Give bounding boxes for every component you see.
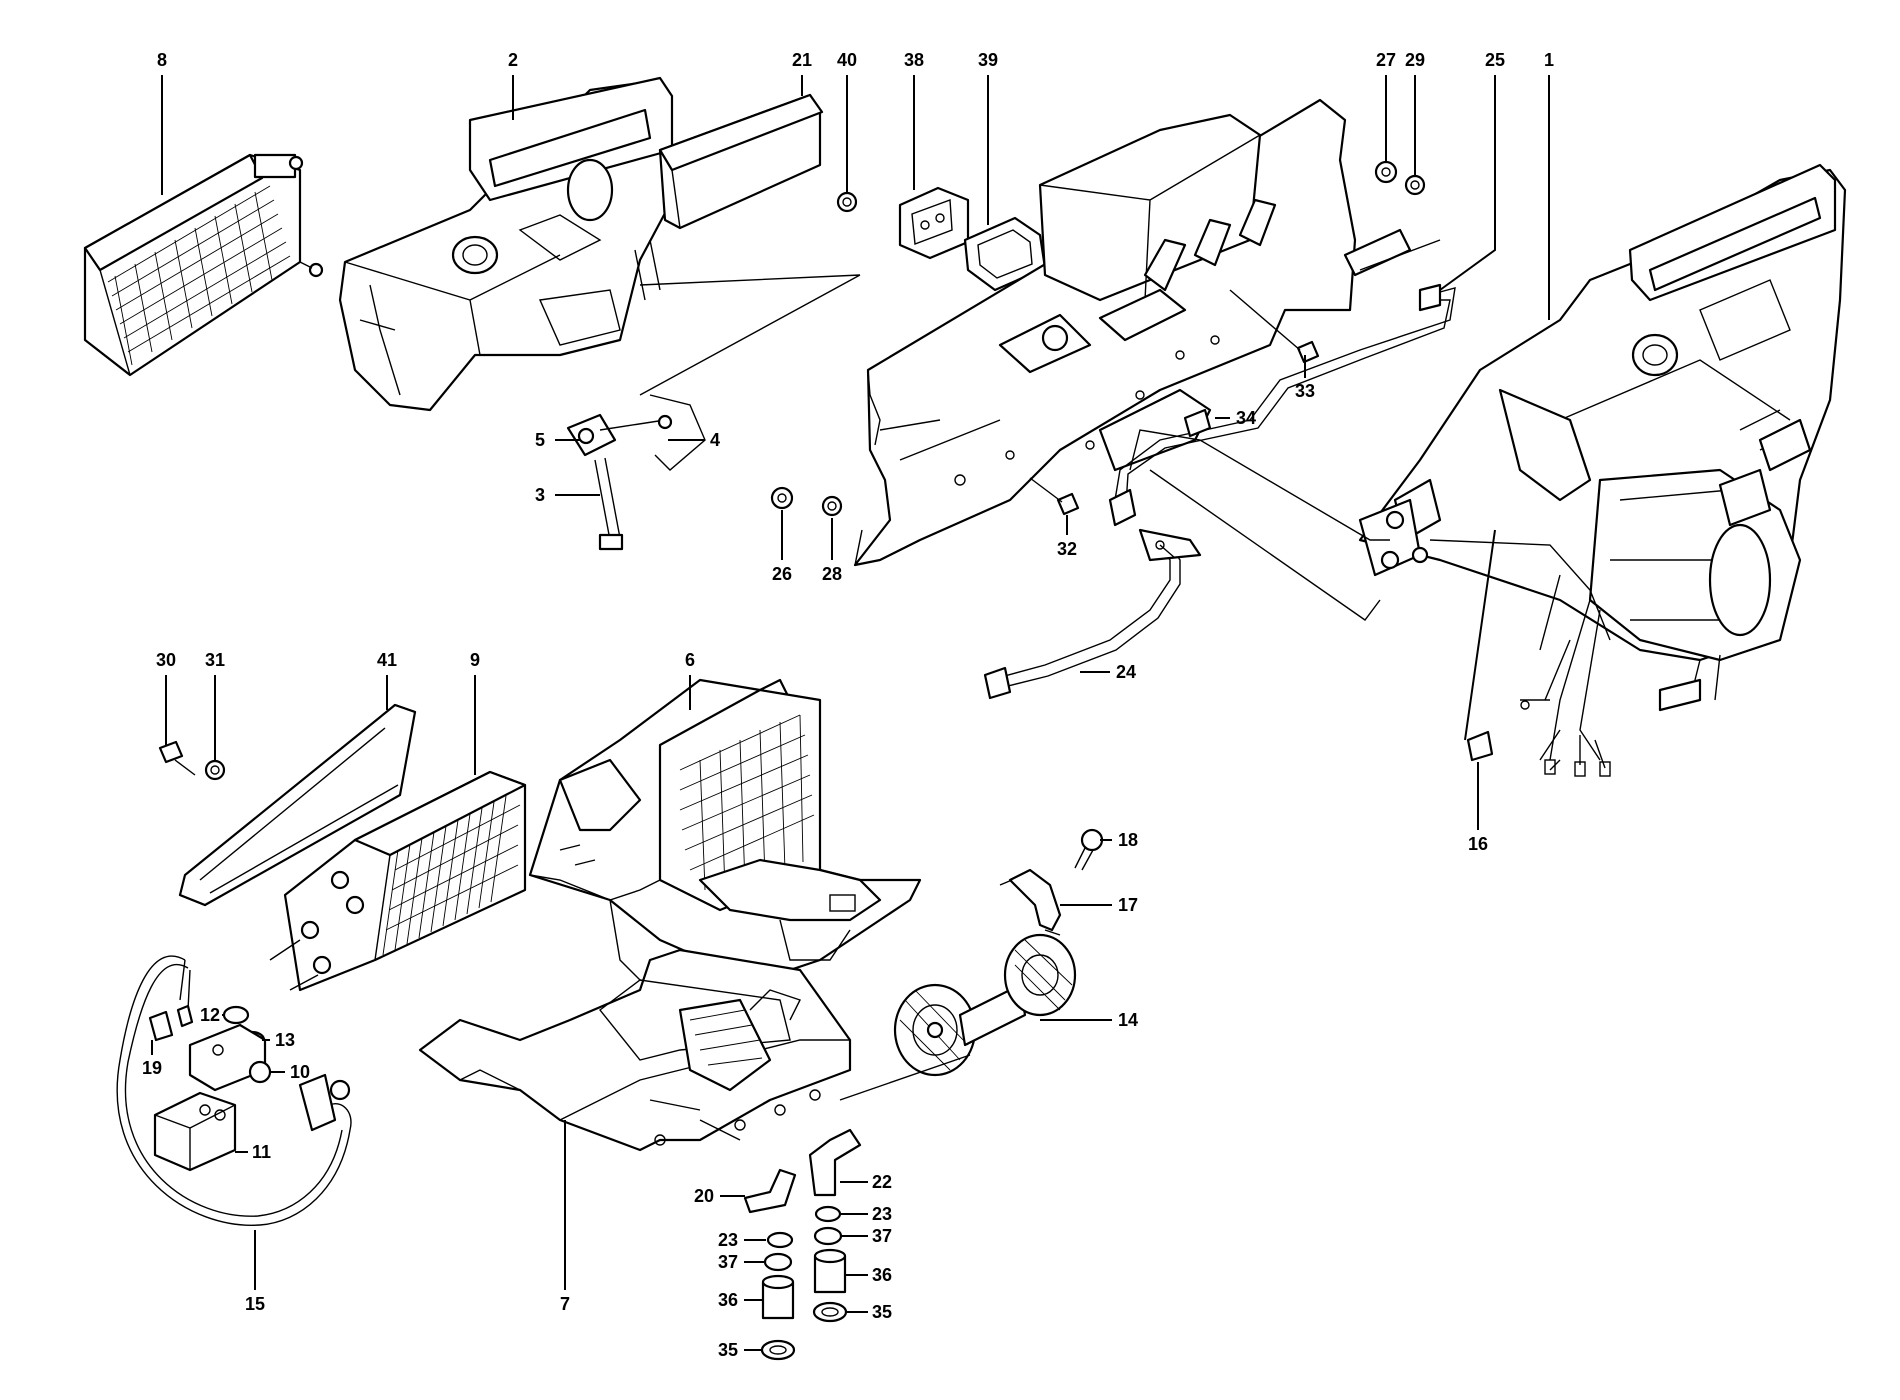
- part-7-blower-housing-lower: [418, 948, 852, 1152]
- callout-39: 39: [978, 50, 998, 70]
- part-1-line-to-valve: [1129, 429, 1390, 621]
- part-31-washer: [204, 759, 226, 781]
- callout-34: 34: [1236, 408, 1256, 428]
- part-40-nut: [836, 191, 858, 213]
- part-8-heater-core: [83, 153, 324, 377]
- part-34-grommet: [1183, 408, 1212, 438]
- callout-18: 18: [1118, 830, 1138, 850]
- callout-17: 17: [1118, 895, 1138, 915]
- callout-38: 38: [904, 50, 924, 70]
- callout-20: 20: [694, 1186, 714, 1206]
- part-16-clip: [1466, 730, 1494, 762]
- callout-labels: 8 2 21 40 38 39 27 29 25 1 5 4 3 33 34 3…: [142, 50, 1554, 1360]
- callout-5: 5: [535, 430, 545, 450]
- callout-1: 1: [1544, 50, 1554, 70]
- callout-7: 7: [560, 1294, 570, 1314]
- part-33-screw: [1229, 289, 1320, 364]
- callout-21: 21: [792, 50, 812, 70]
- part-24-ac-line: [983, 528, 1202, 700]
- bulkhead-panel: [853, 98, 1441, 567]
- callout-11: 11: [252, 1142, 271, 1162]
- part-23-grommet: [766, 1205, 842, 1249]
- part-30-screw: [158, 740, 196, 776]
- callout-4: 4: [710, 430, 720, 450]
- part-12-o-ring: [222, 1005, 250, 1025]
- part-1-ac-housing-assembly: [1358, 163, 1847, 777]
- callout-40: 40: [837, 50, 857, 70]
- part-26-nut: [770, 486, 794, 510]
- callout-27: 27: [1376, 50, 1396, 70]
- part-9-evaporator: [269, 770, 527, 992]
- callout-28: 28: [822, 564, 842, 584]
- part-17-bracket: [999, 868, 1062, 936]
- callout-9: 9: [470, 650, 480, 670]
- part-39-gasket: [963, 216, 1047, 292]
- part-2-heater-housing: [338, 76, 674, 412]
- callout-26: 26: [772, 564, 792, 584]
- part-22-drain-tube: [808, 1128, 862, 1197]
- callout-25: 25: [1485, 50, 1505, 70]
- part-25-ac-line: [1108, 283, 1456, 527]
- callout-12: 12: [200, 1005, 220, 1025]
- callout-22: 22: [872, 1172, 892, 1192]
- callout-15: 15: [245, 1294, 265, 1314]
- callout-32: 32: [1057, 539, 1077, 559]
- callout-37-left: 37: [718, 1252, 738, 1272]
- callout-36-right: 36: [872, 1265, 892, 1285]
- part-20-drain-elbow: [743, 1168, 797, 1214]
- part-5-lever: [566, 413, 673, 457]
- callout-41: 41: [377, 650, 397, 670]
- part-18-screw: [1074, 828, 1104, 871]
- callout-6: 6: [685, 650, 695, 670]
- part-10-expansion-valve: [188, 1023, 272, 1092]
- callout-19: 19: [142, 1058, 162, 1078]
- part-3-bolt: [594, 457, 624, 551]
- part-32-screw: [1029, 477, 1080, 516]
- callout-31: 31: [205, 650, 225, 670]
- callout-14: 14: [1118, 1010, 1138, 1030]
- callout-24: 24: [1116, 662, 1136, 682]
- part-4-link-rod: [649, 394, 706, 471]
- callout-8: 8: [157, 50, 167, 70]
- part-36-hose: [761, 1248, 847, 1320]
- callout-2: 2: [508, 50, 518, 70]
- part-11-cover: [153, 1091, 237, 1172]
- callout-36-left: 36: [718, 1290, 738, 1310]
- callout-3: 3: [535, 485, 545, 505]
- callout-23-right: 23: [872, 1204, 892, 1224]
- callout-29: 29: [1405, 50, 1425, 70]
- callout-10: 10: [290, 1062, 310, 1082]
- callout-35-left: 35: [718, 1340, 738, 1360]
- part-15-sensor-head: [298, 1073, 351, 1132]
- part-14-blower-motor: [839, 933, 1077, 1101]
- callout-35-right: 35: [872, 1302, 892, 1322]
- callout-16: 16: [1468, 834, 1488, 854]
- part-29-washer: [1404, 174, 1426, 196]
- callout-23-left: 23: [718, 1230, 738, 1250]
- callout-13: 13: [275, 1030, 295, 1050]
- part-6-blower-housing-upper: [528, 678, 922, 991]
- part-38-resistor: [898, 186, 970, 260]
- callout-30: 30: [156, 650, 176, 670]
- part-41-gasket-frame: [178, 703, 417, 907]
- leader-dashes: [639, 274, 861, 396]
- callout-37-right: 37: [872, 1226, 892, 1246]
- part-35-seal: [760, 1301, 848, 1361]
- leader-lines: [151, 75, 1550, 1351]
- part-37-clamp: [763, 1226, 843, 1272]
- callout-33: 33: [1295, 381, 1315, 401]
- part-27-nut: [1374, 160, 1398, 184]
- part-19-connector: [148, 1004, 194, 1042]
- part-28-washer: [821, 495, 843, 517]
- part-15-cable: [116, 955, 352, 1226]
- part-21-air-duct: [658, 93, 824, 230]
